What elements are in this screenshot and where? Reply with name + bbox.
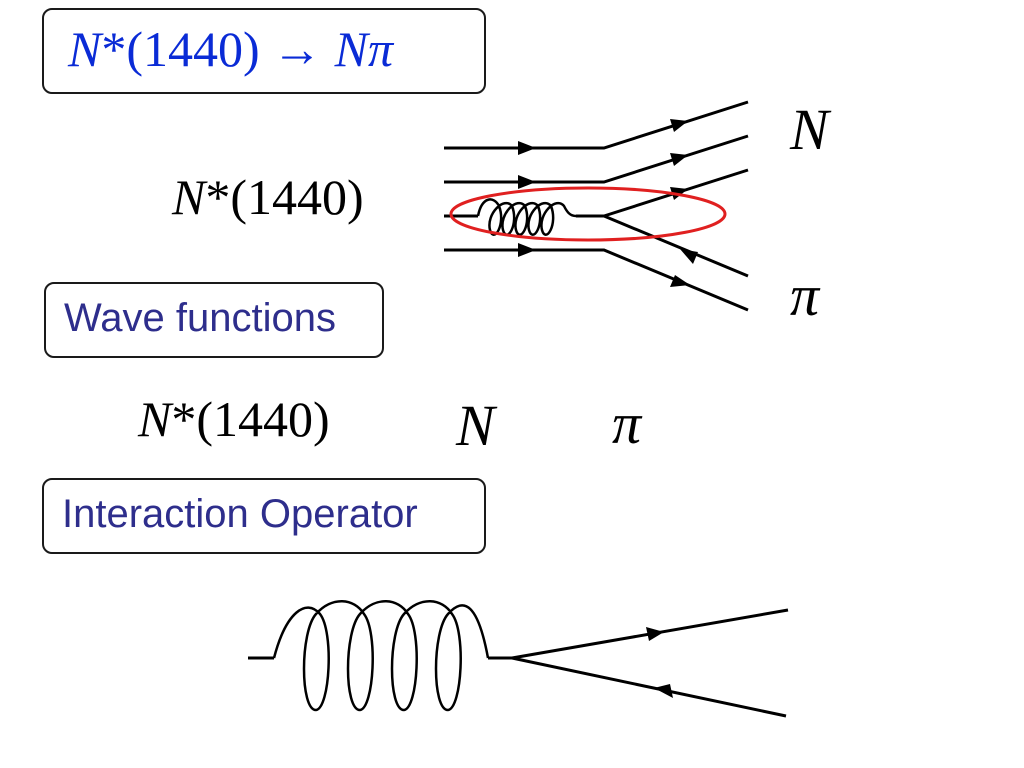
wave-functions-box: Wave functions (44, 282, 384, 358)
arrow-head (670, 153, 688, 166)
wf-resonance-rest: *(1440) (171, 391, 330, 447)
arrow-head (670, 275, 690, 287)
title-pi: π (368, 21, 394, 77)
interaction-operator-heading: Interaction Operator (62, 492, 418, 536)
arrow-head (670, 119, 688, 132)
arrow-head (654, 684, 673, 698)
quark-flow-diagram (444, 100, 749, 312)
interaction-operator-diagram (248, 600, 789, 718)
initial-state-label: N*(1440) (172, 168, 364, 226)
wf-resonance-n: N (138, 391, 172, 447)
arrow-head (646, 627, 664, 641)
wave-functions-heading: Wave functions (64, 296, 336, 340)
title-n: N (68, 21, 102, 77)
title-n2: N (334, 21, 369, 77)
initial-label-n: N (172, 169, 206, 225)
quark-line-2 (444, 134, 749, 184)
arrow-head (680, 249, 698, 264)
interaction-operator-box: Interaction Operator (42, 478, 486, 554)
arrow-head (518, 141, 536, 155)
created-antiquark (603, 214, 749, 278)
gluon-coil (476, 198, 577, 236)
operator-gluon-coil (272, 600, 490, 712)
quark-line-3 (444, 248, 749, 312)
title-arrow: → (272, 21, 323, 77)
title-formula: N*(1440) → Nπ (68, 20, 393, 78)
final-pion-label: π (790, 263, 820, 328)
vertex-highlight-ellipse (449, 186, 727, 242)
wf-resonance: N*(1440) (138, 390, 330, 448)
wf-pion: π (612, 391, 642, 456)
quark-line-1 (444, 100, 749, 150)
arrow-head (518, 243, 536, 257)
wf-nucleon: N (456, 393, 495, 458)
operator-antiquark-out (511, 656, 787, 718)
title-star-mass: *(1440) (101, 21, 260, 77)
final-nucleon-label: N (790, 97, 829, 162)
initial-label-rest: *(1440) (205, 169, 364, 225)
arrow-head (518, 175, 536, 189)
title-box: N*(1440) → Nπ (42, 8, 486, 94)
